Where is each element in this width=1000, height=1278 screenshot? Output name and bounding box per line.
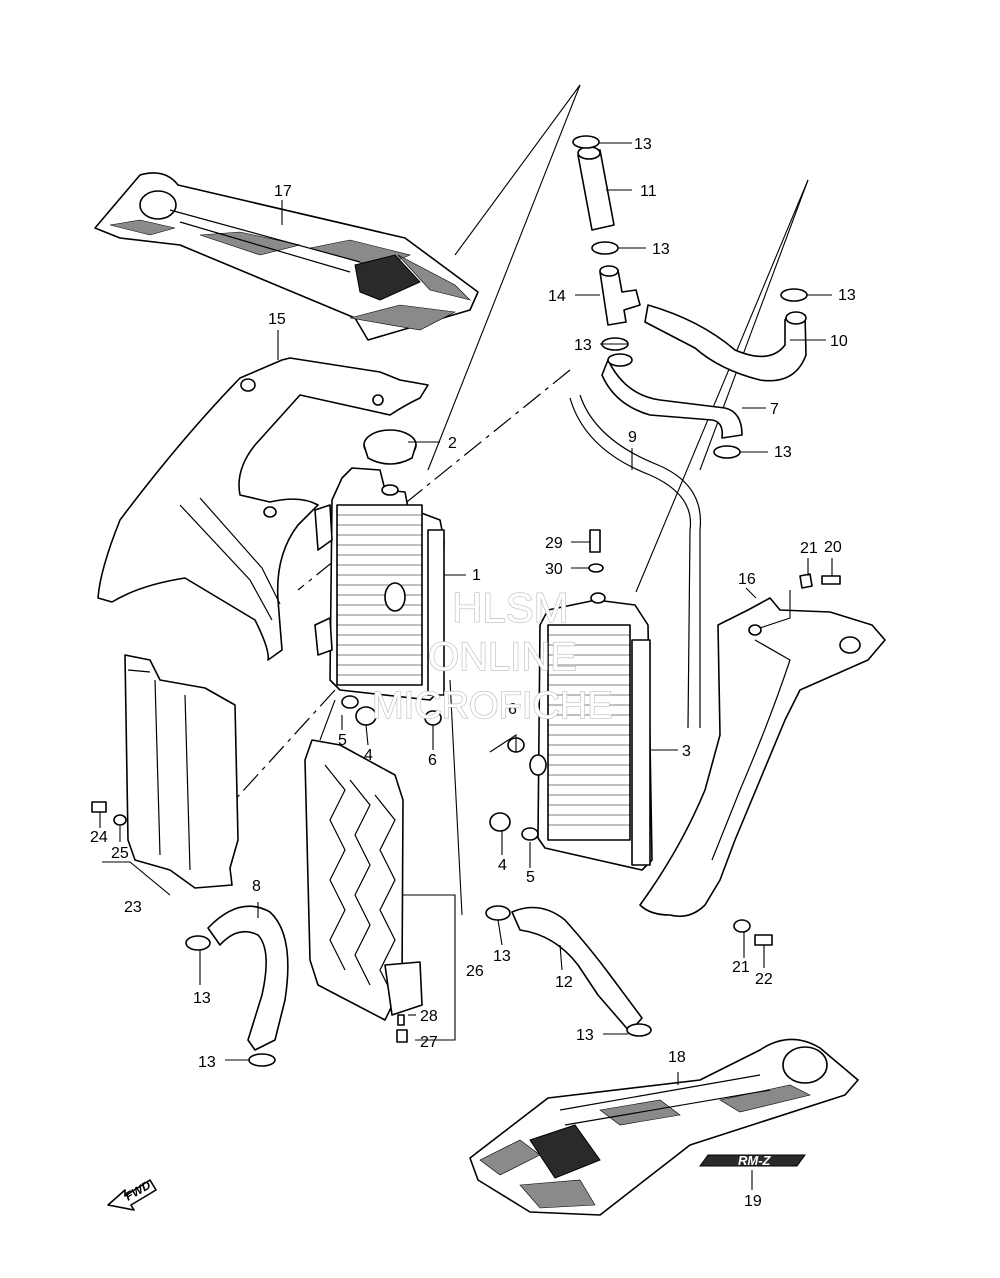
callout-15: 15 — [268, 311, 286, 328]
callout-21a: 21 — [800, 540, 818, 557]
callout-12: 12 — [555, 974, 573, 991]
left-radiator-1[interactable] — [314, 467, 445, 701]
right-shroud-16[interactable] — [639, 597, 886, 918]
callout-4b: 4 — [498, 857, 507, 874]
small-hardware — [91, 529, 841, 1043]
callout-4a: 4 — [364, 747, 373, 764]
hose-9[interactable] — [569, 394, 702, 729]
callout-13a: 13 — [634, 136, 652, 153]
callout-3: 3 — [682, 743, 691, 760]
hose-11[interactable] — [577, 146, 615, 231]
clamp-13-f[interactable] — [485, 905, 511, 921]
watermark-line-3: MICROFICHE — [372, 685, 613, 727]
callout-1: 1 — [472, 567, 481, 584]
clip-27[interactable] — [396, 1029, 408, 1043]
callout-7: 7 — [770, 401, 779, 418]
left-shroud-15[interactable] — [97, 357, 429, 661]
emblem-text: RM-Z — [738, 1153, 772, 1168]
radiator-cap-2[interactable] — [363, 429, 417, 465]
clamp-group-13 — [185, 135, 808, 1067]
callout-16: 16 — [738, 571, 756, 588]
callout-18: 18 — [668, 1049, 686, 1066]
callout-6b: 6 — [508, 701, 517, 718]
callout-26: 26 — [466, 963, 484, 980]
callout-14: 14 — [548, 288, 566, 305]
collar-5-right[interactable] — [521, 827, 539, 841]
callout-11: 11 — [640, 183, 657, 200]
callout-22: 22 — [755, 971, 773, 988]
radiator-guard-23[interactable] — [124, 654, 239, 889]
hose-12[interactable] — [511, 906, 643, 1033]
hose-8[interactable] — [207, 905, 289, 1051]
callout-13h: 13 — [198, 1054, 216, 1071]
union-14[interactable] — [599, 265, 641, 326]
watermark-line-2: ONLINE — [428, 635, 577, 679]
callout-21b: 21 — [732, 959, 750, 976]
collar-5-left[interactable] — [341, 695, 359, 709]
callout-5a: 5 — [338, 732, 347, 749]
shroud-graphic-17[interactable] — [94, 172, 479, 341]
callout-2: 2 — [448, 435, 457, 452]
clamp-13-d[interactable] — [780, 288, 808, 302]
clamp-13-g[interactable] — [185, 935, 211, 951]
clamp-13-i[interactable] — [626, 1023, 652, 1037]
bolt-29[interactable] — [589, 529, 601, 553]
callout-13i: 13 — [576, 1027, 594, 1044]
clamp-13-a[interactable] — [572, 135, 600, 149]
emblem-19[interactable]: RM-Z — [699, 1153, 806, 1168]
callout-25: 25 — [111, 845, 129, 862]
callout-13e: 13 — [774, 444, 792, 461]
clamp-13-e[interactable] — [713, 445, 741, 459]
watermark: HLSM ONLINE MICROFICHE — [371, 583, 613, 727]
rivet-28[interactable] — [397, 1014, 405, 1026]
callout-28: 28 — [420, 1008, 438, 1025]
bolt-20[interactable] — [821, 575, 841, 585]
callout-30: 30 — [545, 561, 563, 578]
washer-30[interactable] — [588, 563, 604, 573]
callout-13g: 13 — [193, 990, 211, 1007]
callout-17: 17 — [274, 183, 292, 200]
fwd-arrow: FWD — [107, 1178, 157, 1211]
shroud-graphic-18[interactable] — [469, 1038, 859, 1216]
hose-7[interactable] — [601, 353, 743, 439]
callout-5b: 5 — [526, 869, 535, 886]
clamp-13-b[interactable] — [591, 241, 619, 255]
callout-13b: 13 — [652, 241, 670, 258]
clamp-13-h[interactable] — [248, 1053, 276, 1067]
nut-24[interactable] — [91, 801, 107, 813]
callout-13d: 13 — [838, 287, 856, 304]
callout-13c: 13 — [574, 337, 592, 354]
grommet-4-right[interactable] — [489, 812, 511, 832]
right-radiator-3[interactable] — [529, 592, 653, 871]
hose-10[interactable] — [644, 304, 807, 382]
callout-29: 29 — [545, 535, 563, 552]
nut-21-upper[interactable] — [799, 573, 813, 589]
callout-8: 8 — [252, 878, 261, 895]
callout-27: 27 — [420, 1034, 438, 1051]
watermark-line-1: HLSM — [452, 584, 569, 631]
callout-23: 23 — [124, 899, 142, 916]
callout-19: 19 — [744, 1193, 762, 1210]
bolt-22[interactable] — [754, 934, 773, 946]
callout-20: 20 — [824, 539, 842, 556]
callout-24: 24 — [90, 829, 108, 846]
callout-9: 9 — [628, 429, 637, 446]
leader-lines — [99, 142, 833, 1190]
screw-25[interactable] — [113, 814, 127, 826]
callout-6a: 6 — [428, 752, 437, 769]
callout-labels: 13 11 13 14 13 13 10 7 9 13 2 15 17 1 29… — [90, 136, 856, 1210]
callout-13f: 13 — [493, 948, 511, 965]
washer-21-lower[interactable] — [733, 919, 751, 933]
callout-10: 10 — [830, 333, 848, 350]
radiator-louver-26[interactable] — [304, 739, 423, 1021]
